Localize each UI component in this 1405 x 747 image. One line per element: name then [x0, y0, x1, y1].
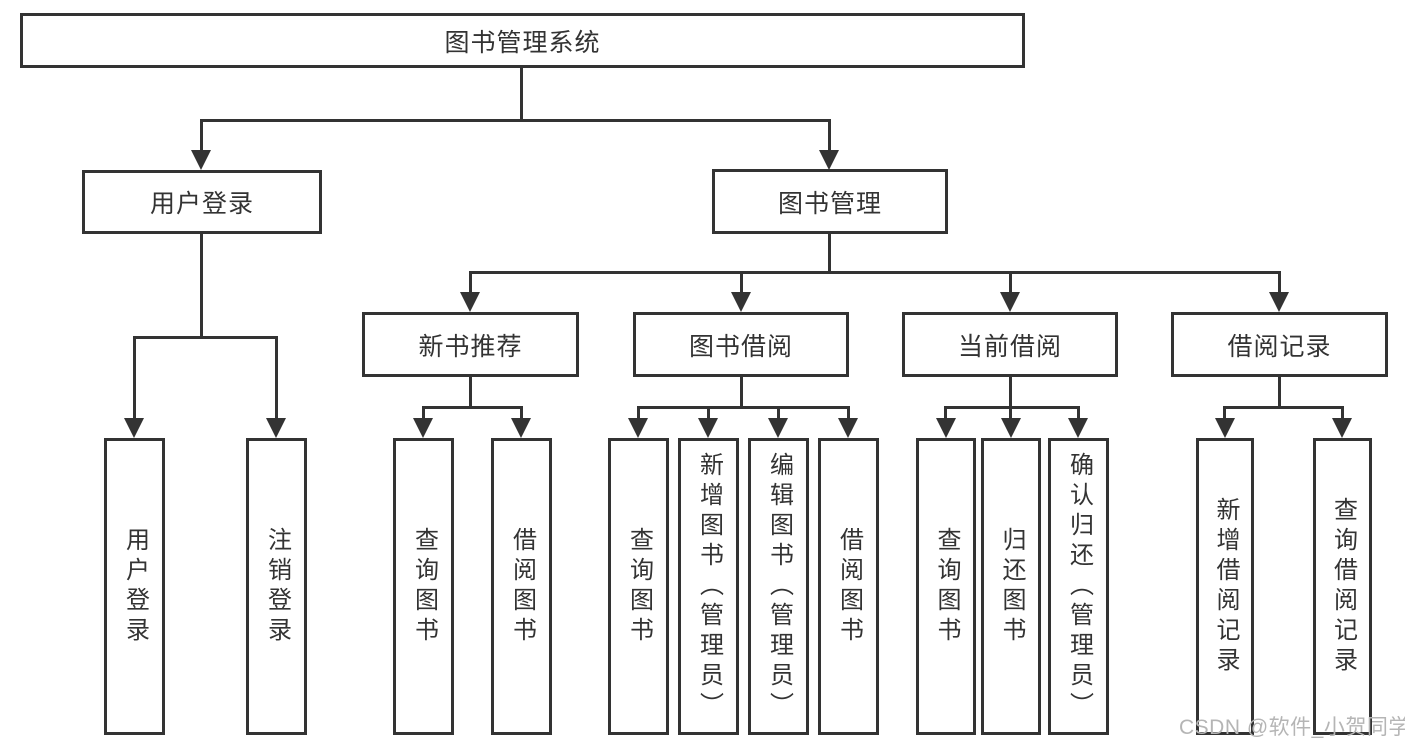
- connector-to-leaf-login: [133, 336, 136, 420]
- connector-d-leaf-1: [1341, 406, 1344, 420]
- connector-a-leaf-0: [422, 406, 425, 420]
- connector-b-leaf-2: [777, 406, 780, 420]
- connector-book-mgmt-stem: [828, 234, 831, 274]
- connector-section-c-stem: [1009, 377, 1012, 409]
- connector-c-leaf-2: [1077, 406, 1080, 420]
- arrowhead-b-leaf-1: [698, 418, 718, 438]
- node-user-login-label: 用户登录: [149, 190, 254, 218]
- connector-section-d-bus: [1224, 406, 1344, 409]
- leaf-borrow-borrow-books: 借阅图书: [818, 438, 879, 735]
- node-current-borrow-label: 当前借阅: [957, 332, 1062, 361]
- leaf-current-query-books: 查询图书: [916, 438, 976, 735]
- connector-section-b-stem: [740, 377, 743, 409]
- connector-section-d-stem: [1278, 377, 1281, 409]
- leaf-current-query-books-label: 查询图书: [933, 526, 960, 647]
- node-root-label: 图书管理系统: [444, 28, 601, 57]
- leaf-current-confirm-return-admin-label: 确认归还（管理员）: [1065, 451, 1093, 722]
- connector-user-login-bus: [133, 336, 278, 339]
- node-book-mgmt: 图书管理: [712, 169, 948, 234]
- connector-book-mgmt-bus: [469, 271, 1281, 274]
- arrowhead-a-leaf-1: [511, 418, 531, 438]
- leaf-records-add-record: 新增借阅记录: [1196, 438, 1254, 735]
- arrowhead-to-book-mgmt: [819, 150, 839, 170]
- connector-section-b-bus: [637, 406, 850, 409]
- arrowhead-to-current-borrow: [1000, 292, 1020, 312]
- arrowhead-d-leaf-1: [1332, 418, 1352, 438]
- connector-root-bus: [200, 119, 830, 122]
- node-book-borrow-label: 图书借阅: [688, 332, 793, 361]
- arrowhead-to-book-borrow: [731, 292, 751, 312]
- connector-to-current-borrow: [1009, 271, 1012, 294]
- connector-root-to-user-login: [200, 119, 203, 152]
- connector-section-c-bus: [944, 406, 1080, 409]
- arrowhead-to-leaf-logout: [266, 418, 286, 438]
- connector-b-leaf-1: [707, 406, 710, 420]
- arrowhead-a-leaf-0: [413, 418, 433, 438]
- connector-a-leaf-1: [520, 406, 523, 420]
- node-borrow-records: 借阅记录: [1171, 312, 1388, 377]
- connector-c-leaf-0: [944, 406, 947, 420]
- leaf-records-query-record-label: 查询借阅记录: [1329, 496, 1357, 677]
- leaf-current-return-books: 归还图书: [981, 438, 1041, 735]
- leaf-recommend-query-books-label: 查询图书: [410, 526, 438, 647]
- leaf-user-login-label: 用户登录: [121, 526, 149, 647]
- node-new-book-recommend-label: 新书推荐: [418, 332, 523, 361]
- arrowhead-to-leaf-login: [124, 418, 144, 438]
- csdn-watermark: CSDN @软件_小贺同学: [1179, 716, 1405, 739]
- node-root: 图书管理系统: [20, 13, 1025, 68]
- connector-to-leaf-logout: [275, 336, 278, 420]
- leaf-user-login: 用户登录: [104, 438, 165, 735]
- leaf-borrow-borrow-books-label: 借阅图书: [835, 526, 863, 647]
- connector-to-book-borrow: [740, 271, 743, 294]
- arrowhead-b-leaf-3: [838, 418, 858, 438]
- leaf-recommend-query-books: 查询图书: [393, 438, 454, 735]
- arrowhead-to-new-book-recommend: [460, 292, 480, 312]
- connector-user-login-stem: [200, 234, 203, 338]
- leaf-current-confirm-return-admin: 确认归还（管理员）: [1048, 438, 1109, 735]
- node-user-login: 用户登录: [82, 170, 322, 234]
- node-book-borrow: 图书借阅: [633, 312, 849, 377]
- leaf-borrow-query-books-label: 查询图书: [625, 526, 653, 647]
- leaf-logout: 注销登录: [246, 438, 307, 735]
- leaf-recommend-borrow-books: 借阅图书: [491, 438, 552, 735]
- arrowhead-to-user-login: [191, 150, 211, 170]
- arrowhead-b-leaf-0: [628, 418, 648, 438]
- arrowhead-c-leaf-1: [1001, 418, 1021, 438]
- leaf-borrow-add-books-admin-label: 新增图书（管理员）: [695, 451, 723, 722]
- arrowhead-d-leaf-0: [1215, 418, 1235, 438]
- arrowhead-b-leaf-2: [768, 418, 788, 438]
- arrowhead-c-leaf-2: [1068, 418, 1088, 438]
- connector-to-borrow-records: [1278, 271, 1281, 294]
- leaf-borrow-edit-books-admin: 编辑图书（管理员）: [748, 438, 809, 735]
- connector-root-stem: [520, 68, 523, 120]
- connector-section-a-stem: [469, 377, 472, 409]
- connector-to-new-book-recommend: [469, 271, 472, 294]
- connector-root-to-book-mgmt: [828, 119, 831, 152]
- node-book-mgmt-label: 图书管理: [777, 189, 882, 218]
- leaf-borrow-add-books-admin: 新增图书（管理员）: [678, 438, 739, 735]
- leaf-borrow-query-books: 查询图书: [608, 438, 669, 735]
- arrowhead-c-leaf-0: [936, 418, 956, 438]
- leaf-current-return-books-label: 归还图书: [998, 526, 1025, 647]
- leaf-recommend-borrow-books-label: 借阅图书: [508, 526, 536, 647]
- leaf-records-query-record: 查询借阅记录: [1313, 438, 1372, 735]
- connector-b-leaf-0: [637, 406, 640, 420]
- node-current-borrow: 当前借阅: [902, 312, 1118, 377]
- connector-section-a-bus: [422, 406, 523, 409]
- connector-d-leaf-0: [1223, 406, 1226, 420]
- node-borrow-records-label: 借阅记录: [1227, 332, 1332, 361]
- leaf-borrow-edit-books-admin-label: 编辑图书（管理员）: [765, 451, 793, 722]
- leaf-records-add-record-label: 新增借阅记录: [1212, 496, 1239, 677]
- node-new-book-recommend: 新书推荐: [362, 312, 579, 377]
- connector-c-leaf-1: [1009, 406, 1012, 420]
- connector-b-leaf-3: [847, 406, 850, 420]
- arrowhead-to-borrow-records: [1269, 292, 1289, 312]
- leaf-logout-label: 注销登录: [263, 526, 291, 647]
